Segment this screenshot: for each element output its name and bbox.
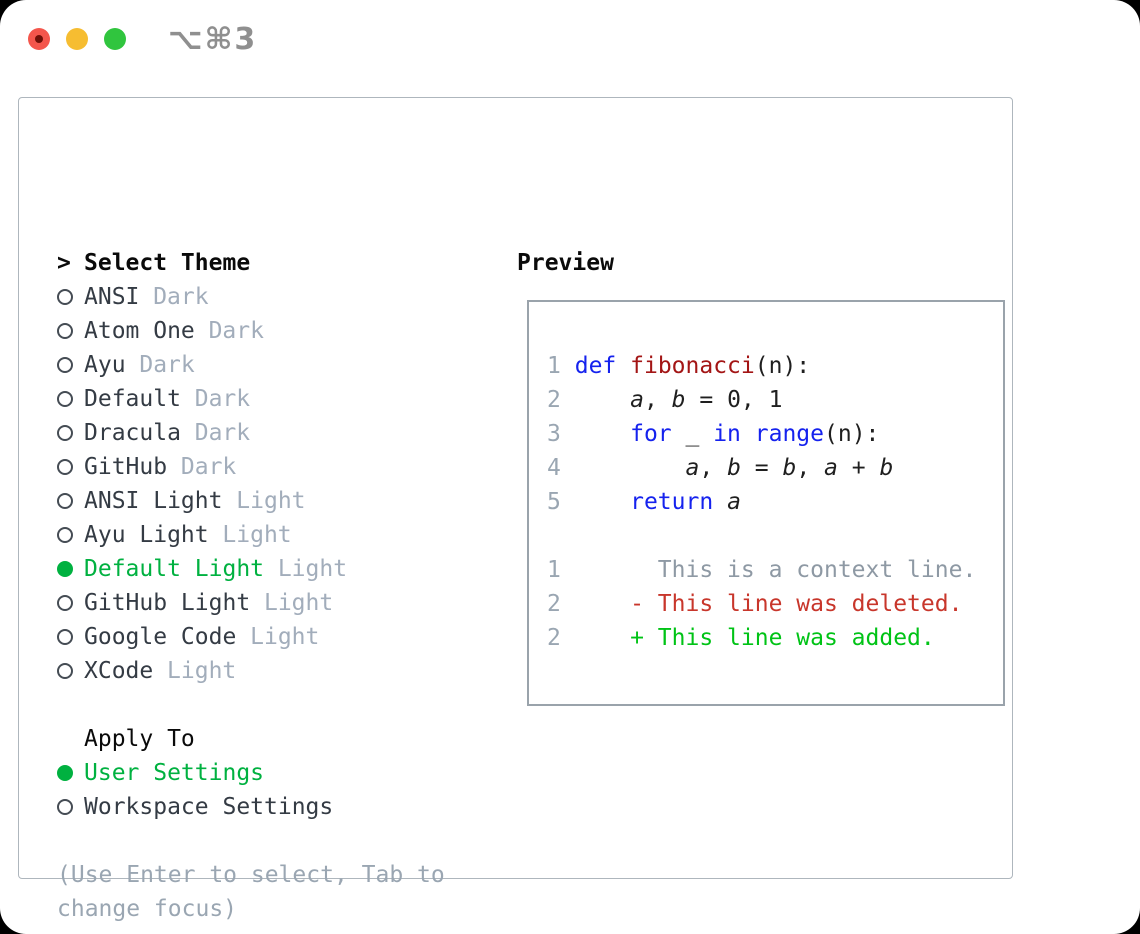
option-label: Workspace Settings — [84, 794, 334, 820]
preview-box: 1 def fibonacci(n): 2 a, b = 0, 1 3 for … — [527, 300, 1005, 706]
theme-option-github[interactable]: GitHub Dark — [57, 450, 489, 484]
preview-label: Preview — [517, 250, 614, 276]
radio-icon — [57, 357, 84, 373]
option-label: User Settings — [84, 760, 265, 786]
radio-icon — [57, 527, 84, 543]
minimize-button[interactable] — [66, 28, 88, 50]
radio-selected-icon — [57, 561, 84, 577]
keyboard-hint: (Use Enter to select, Tab to change focu… — [57, 862, 445, 922]
theme-option-dracula[interactable]: Dracula Dark — [57, 416, 489, 450]
theme-option-ansi[interactable]: ANSI Dark — [57, 280, 489, 314]
radio-icon — [57, 323, 84, 339]
variant-label: Light — [167, 658, 237, 684]
variant-label: Dark — [194, 386, 251, 412]
theme-option-ayu-light[interactable]: Ayu Light Light — [57, 518, 489, 552]
variant-label: Dark — [180, 454, 237, 480]
radio-icon — [57, 595, 84, 611]
variant-label: Light — [250, 624, 320, 650]
theme-option-ayu[interactable]: Ayu Dark — [57, 348, 489, 382]
apply-option-user-settings[interactable]: User Settings — [57, 756, 489, 790]
option-label: Default — [84, 386, 181, 412]
variant-label: Light — [277, 556, 348, 582]
radio-icon — [57, 289, 84, 305]
radio-selected-icon — [57, 765, 84, 781]
variant-label: Light — [263, 590, 334, 616]
option-label: Ayu Light — [84, 522, 209, 548]
theme-option-xcode[interactable]: XCode Light — [57, 654, 489, 688]
option-label: ANSI — [84, 284, 140, 310]
theme-option-default-light[interactable]: Default Light Light — [57, 552, 489, 586]
theme-option-atom-one[interactable]: Atom One Dark — [57, 314, 489, 348]
radio-icon — [57, 493, 84, 509]
option-label: Dracula — [84, 420, 181, 446]
close-button[interactable] — [28, 28, 50, 50]
theme-option-google-code[interactable]: Google Code Light — [57, 620, 489, 654]
option-label: Ayu — [84, 352, 126, 378]
zoom-button[interactable] — [104, 28, 126, 50]
select-theme-header: > Select Theme — [57, 246, 489, 280]
theme-option-ansi-light[interactable]: ANSI Light Light — [57, 484, 489, 518]
radio-icon — [57, 391, 84, 407]
option-label: GitHub — [84, 454, 168, 480]
variant-label: Light — [236, 488, 306, 514]
titlebar: ⌥⌘3 — [28, 22, 257, 57]
option-label: XCode — [84, 658, 154, 684]
focus-caret-icon: > — [57, 250, 71, 276]
apply-option-workspace-settings[interactable]: Workspace Settings — [57, 790, 489, 824]
radio-icon — [57, 629, 84, 645]
radio-icon — [57, 459, 84, 475]
option-label: Atom One — [84, 318, 195, 344]
window-title: ⌥⌘3 — [168, 21, 258, 57]
apply-to-label: Apply To — [84, 726, 195, 752]
variant-label: Dark — [208, 318, 264, 344]
theme-option-default[interactable]: Default Dark — [57, 382, 489, 416]
variant-label: Dark — [153, 284, 209, 310]
theme-option-github-light[interactable]: GitHub Light Light — [57, 586, 489, 620]
option-label: GitHub Light — [84, 590, 251, 616]
radio-icon — [57, 799, 84, 815]
radio-icon — [57, 425, 84, 441]
option-label: Default Light — [84, 556, 265, 582]
option-label: ANSI Light — [84, 488, 223, 514]
variant-label: Light — [222, 522, 292, 548]
option-label: Google Code — [84, 624, 237, 650]
radio-icon — [57, 663, 84, 679]
variant-label: Dark — [194, 420, 251, 446]
apply-to-header: Apply To — [57, 722, 489, 756]
preview-code: 1 def fibonacci(n): 2 a, b = 0, 1 3 for … — [547, 353, 977, 651]
variant-label: Dark — [139, 352, 195, 378]
select-theme-label: Select Theme — [84, 250, 251, 276]
